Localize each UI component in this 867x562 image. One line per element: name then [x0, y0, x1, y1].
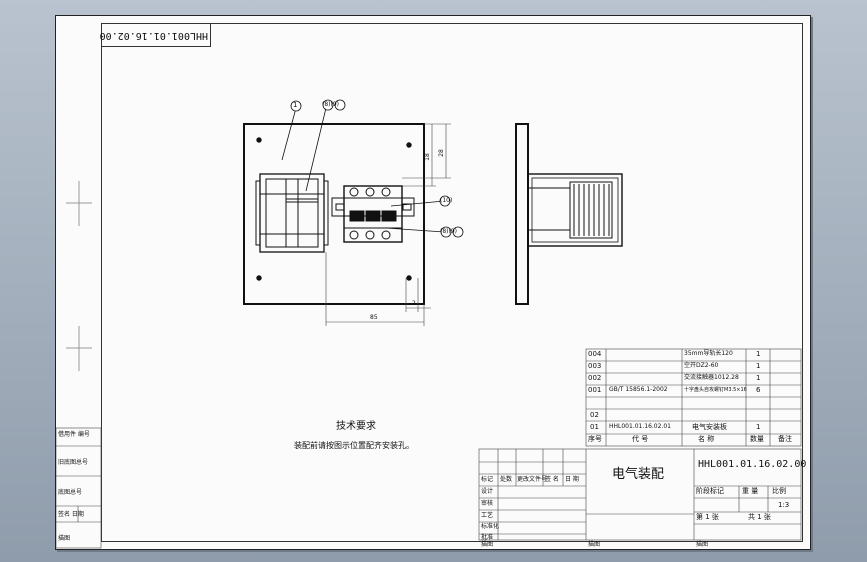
tb-approve: 批准 — [481, 534, 494, 541]
bom-code: GB/T 15856.1-2002 — [609, 386, 668, 393]
drawing-frame — [101, 23, 803, 542]
strip-sig-date: 签名 日期 — [58, 511, 84, 518]
drawing-number: HHL001.01.16.02.00 — [698, 459, 807, 470]
tb-review: 审核 — [481, 500, 494, 507]
bom-no: 003 — [588, 362, 602, 370]
tech-req-title: 技术要求 — [336, 421, 376, 432]
front-view — [243, 123, 425, 305]
bom-header-code: 代 号 — [632, 435, 649, 443]
bom-qty: 6 — [756, 386, 761, 394]
dim-85: 85 — [370, 314, 378, 321]
dim-28: 28 — [437, 149, 445, 157]
dim-2: 2 — [412, 300, 416, 307]
tb-process: 工艺 — [481, 512, 494, 519]
bom-no: 001 — [588, 386, 602, 394]
strip-old-no: 旧底图总号 — [58, 459, 89, 466]
bom-name: 交流接触器1012.28 — [684, 374, 739, 381]
bom-qty: 1 — [756, 423, 761, 431]
total-label: 共 1 张 — [748, 513, 771, 521]
tb-zone: 更改文件号 — [517, 476, 548, 483]
bom-no: 002 — [588, 374, 602, 382]
bom-no: 01 — [590, 423, 599, 431]
drawing-code-box — [101, 23, 211, 47]
bom-qty: 1 — [756, 374, 761, 382]
callout-10: (10) — [440, 197, 453, 204]
bom-name: 十字盘头自攻螺钉M3.5×16 — [684, 387, 747, 393]
bom-name: 35mm导轨长120 — [684, 350, 733, 357]
bom-header-name: 名 称 — [698, 435, 715, 443]
tech-req-body: 装配前请按图示位置配齐安装孔。 — [294, 441, 414, 450]
stage-label: 阶段标记 — [696, 487, 724, 495]
drawing-title: 电气装配 — [612, 467, 665, 482]
bom-qty: 1 — [756, 362, 761, 370]
scale-value: 1:3 — [778, 501, 790, 509]
bom-name: 空开DZ2-60 — [684, 362, 719, 369]
bom-header-no: 序号 — [588, 435, 602, 443]
bom-code: HHL001.01.16.02.01 — [609, 423, 671, 430]
tb-sign: 签 名 — [545, 476, 559, 483]
title-block — [478, 448, 802, 541]
bom-header-remark: 备注 — [778, 435, 792, 443]
bottom-mid-label: 描图 — [588, 541, 601, 548]
bottom-left-label: 描图 — [481, 541, 494, 548]
tb-design: 设计 — [481, 488, 494, 495]
strip-used-on: 借用件 编号 — [58, 431, 90, 438]
bom-name: 电气安装板 — [692, 423, 727, 431]
callout-8-9-top: (8)(9) — [322, 101, 339, 108]
scale-label: 比例 — [772, 487, 786, 495]
bom-header-qty: 数量 — [750, 435, 764, 443]
bom-table — [585, 348, 802, 447]
tb-date: 日 期 — [565, 476, 579, 483]
left-strip — [56, 427, 102, 549]
bom-no: 02 — [590, 411, 599, 419]
strip-sig-no: 底图总号 — [58, 489, 83, 496]
strip-trace: 描图 — [58, 535, 71, 542]
bom-qty: 1 — [756, 350, 761, 358]
bom-no: 004 — [588, 350, 602, 358]
tb-std: 标准化 — [481, 523, 500, 530]
bottom-right-label: 描图 — [696, 541, 709, 548]
weight-label: 重 量 — [742, 487, 759, 495]
tb-marks: 标记 — [481, 476, 494, 483]
tb-count: 处数 — [500, 476, 513, 483]
callout-8-9-bottom: (8)(9) — [440, 228, 457, 235]
sheet-label: 第 1 张 — [696, 513, 719, 521]
drawing-sheet: HHL001.01.16.02.00 — [55, 15, 811, 550]
drawing-graphics — [56, 99, 802, 549]
callout-1: 1 — [293, 101, 298, 109]
dim-18: 18 — [423, 153, 431, 161]
side-view — [515, 123, 623, 305]
